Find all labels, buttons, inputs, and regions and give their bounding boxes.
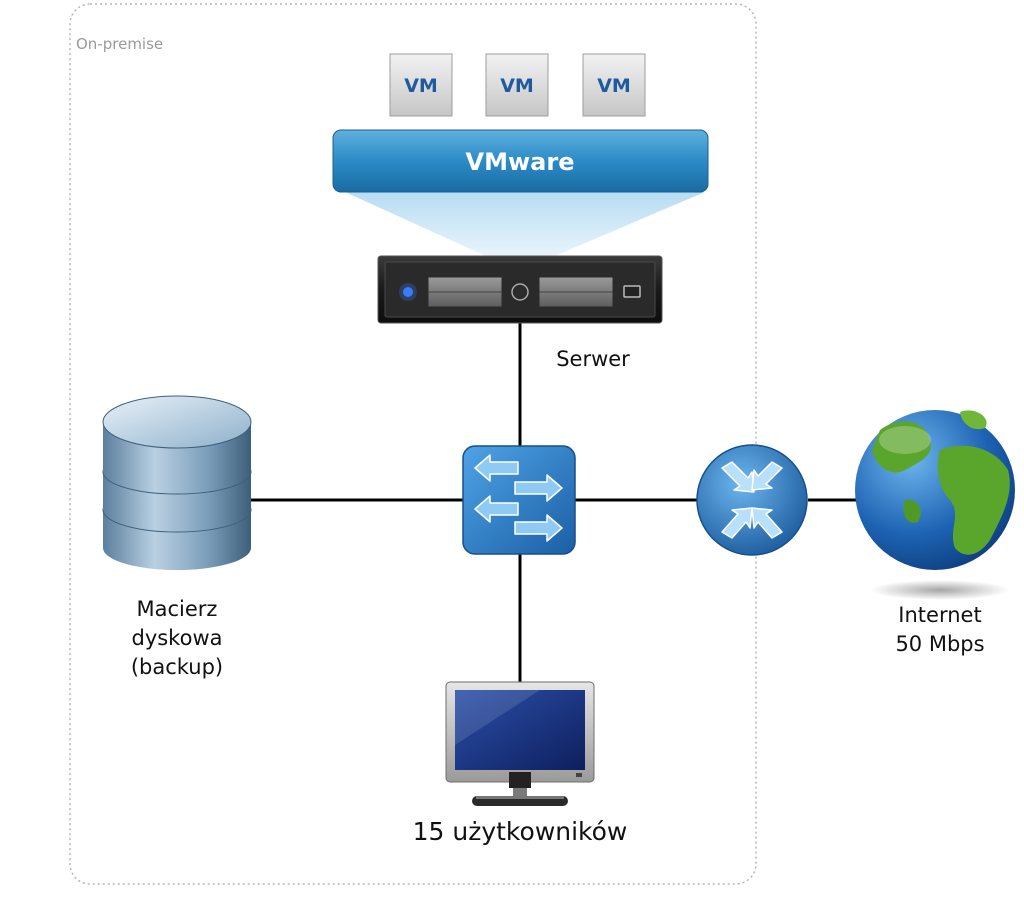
on-premise-zone	[69, 3, 757, 885]
disk-array-icon	[102, 395, 252, 570]
svg-text:VM: VM	[597, 75, 631, 97]
monitor-icon	[445, 681, 595, 806]
server-label: Serwer	[556, 347, 630, 371]
storage-label: Macierz dyskowa (backup)	[102, 595, 252, 682]
globe-icon	[855, 410, 1015, 600]
links	[250, 322, 860, 682]
vm-box-3: VM	[582, 53, 646, 117]
on-premise-label: On-premise	[76, 35, 164, 53]
storage-label-line3: (backup)	[130, 655, 224, 679]
internet-label-line1: Internet	[898, 603, 982, 627]
vmware-bar	[332, 129, 709, 193]
router-icon	[696, 444, 808, 556]
svg-text:VM: VM	[500, 75, 534, 97]
server-icon	[377, 255, 663, 324]
vm-box-1: VM	[389, 53, 453, 117]
storage-label-line1: Macierz	[136, 597, 218, 621]
svg-text:VM: VM	[404, 75, 438, 97]
vmware-label: VMware	[466, 148, 575, 176]
switch-icon	[462, 445, 576, 555]
vm-box-2: VM	[485, 53, 549, 117]
internet-label: Internet 50 Mbps	[870, 601, 1010, 659]
internet-label-line2: 50 Mbps	[895, 632, 985, 656]
users-label: 15 użytkowników	[412, 817, 628, 846]
hypervisor-beam	[345, 192, 705, 258]
storage-label-line2: dyskowa	[131, 626, 223, 650]
